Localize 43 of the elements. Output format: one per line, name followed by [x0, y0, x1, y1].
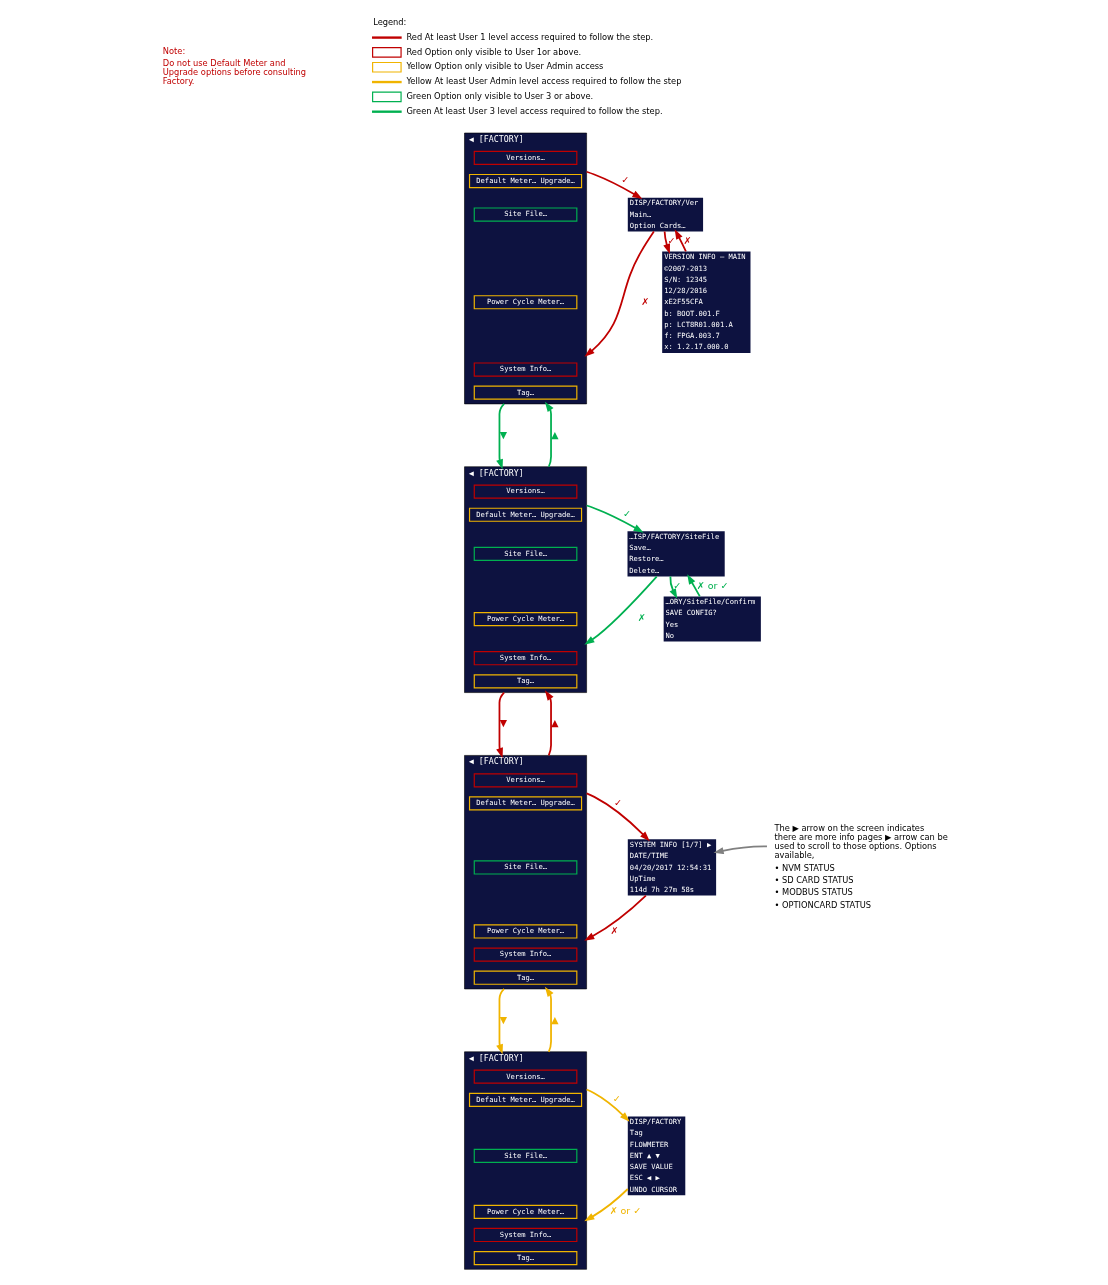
arrow: [687, 574, 701, 598]
legend-label: Red Option only visible to User 1or above.: [406, 46, 582, 57]
legend-label: Green Option only visible to User 3 or above.: [406, 91, 594, 102]
edge-label: ▼: [499, 428, 507, 440]
arrow: [544, 401, 554, 468]
edge-label: ✗: [641, 295, 650, 307]
edge-label: ✗: [610, 924, 619, 936]
arrow: [585, 1088, 630, 1122]
edge-label: ▼: [499, 1013, 507, 1025]
legend-label: Green At least User 3 level access required to follow the step.: [406, 105, 663, 116]
edge-label: ✗ or ✓: [609, 1205, 642, 1217]
label: Note:: [162, 46, 186, 57]
arrow: [585, 792, 650, 842]
edge-label: ✗ or ✓: [696, 579, 729, 591]
arrow: [544, 986, 554, 1053]
arrow: [496, 988, 505, 1055]
edge-label: ✓: [612, 1093, 621, 1105]
legend-label: Red At least User 1 level access required to follow the step.: [406, 31, 654, 42]
arrow: [584, 1188, 629, 1222]
arrow: [674, 229, 687, 253]
arrow: [496, 691, 505, 758]
arrow: [584, 894, 647, 941]
legend-label: Yellow At least User Admin level access required to follow the step: [406, 76, 682, 87]
arrow: [544, 690, 554, 757]
edge-label: ✓: [667, 234, 676, 246]
node-text: The ▶ arrow on the screen indicates there are more info pages ▶ arrow can be used to scroll to those options. Options available, • NVM STATUS • SD CARD STATUS • MODBUS STATUS • OPTIONCARD STATUS: [774, 823, 948, 910]
legend-label: Yellow Option only visible to User Admin access: [406, 61, 604, 72]
arrow: [584, 575, 658, 645]
edge-label: ✗: [637, 612, 646, 624]
edge-label: ✓: [614, 796, 622, 808]
arrow: [585, 170, 643, 199]
arrow: [713, 845, 768, 855]
label: Legend:: [373, 16, 407, 27]
label: Do not use Default Meter and Upgrade options before consulting Factory.: [162, 58, 307, 87]
arrow: [584, 230, 655, 357]
arrow: [585, 504, 644, 533]
edge-label: ✓: [621, 174, 630, 186]
edge-label: ▼: [499, 717, 507, 729]
edge-label: ✓: [622, 508, 631, 520]
edge-label: ✗: [683, 234, 692, 246]
edge-label: ✓: [673, 579, 682, 591]
arrow: [663, 230, 670, 254]
arrow: [496, 403, 505, 470]
